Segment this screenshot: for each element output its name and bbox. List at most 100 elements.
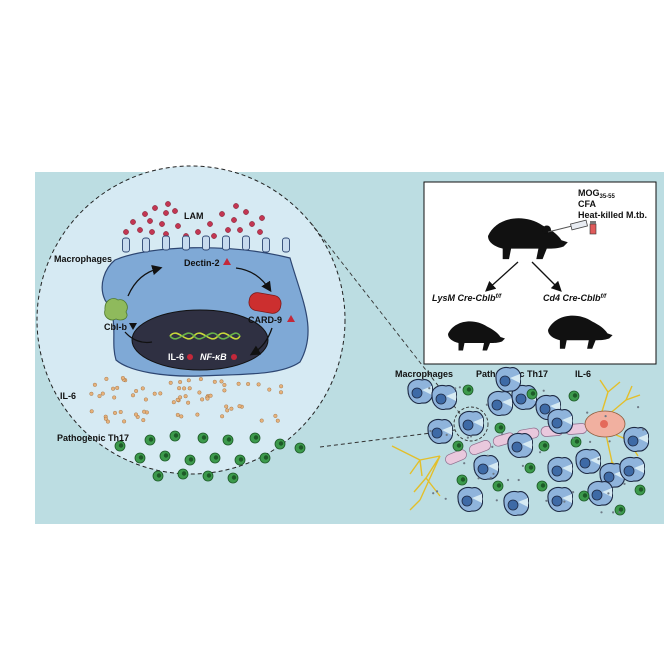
- lam-dot: [195, 229, 201, 235]
- il6-dot: [104, 376, 109, 381]
- il6-dot: [143, 397, 148, 402]
- lam-dot: [175, 223, 181, 229]
- il6-dot: [198, 377, 203, 382]
- il6-dot: [466, 436, 469, 439]
- arrow-to-lysm: [485, 261, 519, 292]
- il6-dot: [463, 462, 466, 465]
- il6-dot: [545, 499, 548, 502]
- nucleus-il6-label: IL-6: [168, 352, 184, 362]
- il6-dot: [608, 440, 611, 443]
- il6-dot: [112, 395, 117, 400]
- th17-cell-icon: [227, 472, 239, 484]
- dectin2-receptor-icon: [142, 237, 150, 253]
- il6-dot: [623, 482, 626, 485]
- th17-cell-icon: [494, 422, 506, 434]
- il6-dot: [492, 472, 495, 475]
- myelin-segment: [445, 449, 467, 465]
- arrow-cblb-to-dectin2: [127, 264, 163, 297]
- macrophage-icon: [575, 448, 601, 474]
- th17-cell-icon: [234, 454, 246, 466]
- il6-dot: [612, 511, 615, 514]
- th17-cell-icon: [177, 468, 189, 480]
- macrophage-icon: [407, 378, 433, 404]
- th17-cell-icon: [134, 452, 146, 464]
- il6-dot: [168, 380, 173, 385]
- il6-dot: [477, 477, 480, 480]
- myelin-segment: [469, 440, 491, 455]
- il6-dot: [501, 433, 504, 436]
- il6-dot: [158, 391, 163, 396]
- lam-particles: [123, 201, 265, 239]
- dectin2-receptor-icon: [202, 235, 210, 251]
- mtb-label: Heat-killed M.tb.: [578, 210, 647, 220]
- macrophage-icon: [547, 456, 573, 482]
- il6-dot: [273, 413, 278, 418]
- il6-dot: [134, 389, 139, 394]
- macrophage-icon: [619, 456, 645, 482]
- il6-dot: [89, 391, 94, 396]
- il6-dot: [187, 386, 192, 391]
- il6-dot: [208, 393, 213, 398]
- dectin2-receptor-icon: [282, 237, 290, 253]
- il6-dot: [454, 387, 457, 390]
- macrophage-icon: [487, 390, 513, 416]
- th17-label: Pathogenic Th17: [57, 433, 129, 443]
- lam-dot: [233, 203, 239, 209]
- th17-cell-icon: [209, 452, 221, 464]
- il6-dot: [118, 410, 123, 415]
- il6-dot: [259, 418, 264, 423]
- il6-dot: [133, 412, 138, 417]
- il6-dot: [267, 387, 272, 392]
- macrophage-icon: [503, 490, 529, 516]
- il6-dot: [222, 388, 227, 393]
- legend-il6-label: IL-6: [575, 369, 591, 379]
- il6-dot: [186, 378, 191, 383]
- il6-dot: [200, 397, 205, 402]
- th17-cell-icon: [159, 450, 171, 462]
- cblb-label: Cbl-b: [104, 322, 127, 332]
- th17-cell-icon: [634, 484, 646, 496]
- th17-cell-icon: [456, 474, 468, 486]
- il6-dot: [542, 389, 545, 392]
- lam-dot: [152, 205, 158, 211]
- il6-dot: [229, 406, 234, 411]
- il6-dot: [89, 409, 94, 414]
- il6-dot: [429, 429, 432, 433]
- il6-up-icon: [187, 354, 193, 360]
- lam-label: LAM: [184, 211, 204, 221]
- macrophage-icon: [458, 410, 484, 436]
- card9-up-arrow-icon: [287, 315, 295, 322]
- lam-dot: [163, 210, 169, 216]
- il6-dot: [445, 433, 448, 436]
- dna-helix-icon: [169, 332, 241, 340]
- il6-dot: [195, 412, 200, 417]
- il6-dot: [105, 419, 110, 424]
- il6-dot: [279, 384, 284, 389]
- il6-dot: [175, 397, 180, 402]
- il6-dot: [205, 396, 210, 401]
- arrow-dectin2-to-card9: [235, 267, 272, 293]
- th17-cell-icon: [452, 440, 464, 452]
- syringe-icon: [547, 219, 588, 233]
- macrophage-icon: [547, 486, 573, 512]
- il6-dot: [600, 511, 603, 514]
- il6-dot: [220, 414, 225, 419]
- il6-dot: [563, 500, 566, 503]
- il6-particles: [89, 376, 284, 424]
- il6-dot: [637, 406, 640, 409]
- th17-cell-icon: [538, 440, 550, 452]
- lam-dot: [211, 233, 217, 239]
- dectin2-up-arrow-icon: [223, 258, 231, 265]
- il6-dot: [178, 380, 183, 385]
- card9-label: CARD-9: [248, 315, 282, 325]
- dectin2-receptor-icon: [242, 235, 250, 251]
- il6-dot: [642, 428, 645, 431]
- th17-cell-icon: [169, 430, 181, 442]
- macrophage-icon: [431, 384, 457, 410]
- il6-dot: [275, 418, 280, 423]
- il6-dot: [224, 404, 229, 409]
- th17-cell-icon: [492, 480, 504, 492]
- dectin2-label: Dectin-2: [184, 258, 220, 268]
- il6-dot: [197, 390, 202, 395]
- dectin2-receptor-icon: [182, 235, 190, 251]
